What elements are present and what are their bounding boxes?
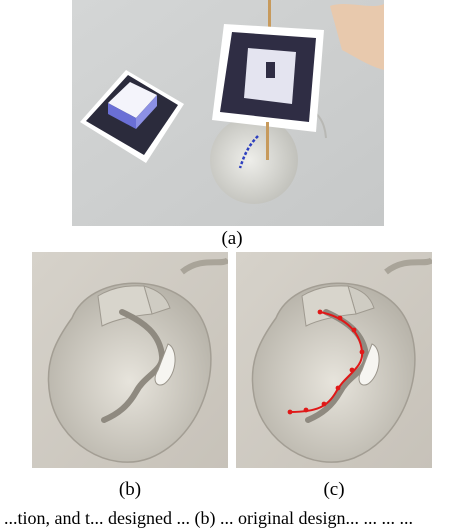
mouse-cable (180, 257, 228, 275)
mouse-shape (210, 116, 298, 204)
left-ar-marker (80, 70, 184, 163)
engraved-curve (101, 309, 166, 423)
figure-panel-c (236, 252, 432, 468)
caption-b: (b) (118, 479, 142, 500)
figure-panel-a (72, 0, 384, 226)
caption-a: (a) (221, 228, 243, 249)
mouse-extracted-curve-photo (236, 252, 432, 468)
curve-points (287, 309, 365, 415)
extracted-curve (289, 311, 364, 413)
caption-c: (c) (323, 479, 345, 500)
ar-scene-photo (72, 0, 384, 226)
right-ar-marker (212, 24, 324, 132)
mouse-closeup-photo (32, 252, 228, 468)
mouse-body (47, 282, 212, 463)
body-text-fragment: ...tion, and t... designed ... (b) ... o… (4, 508, 413, 528)
hand-shape (330, 4, 384, 70)
figure-panel-b (32, 252, 228, 468)
